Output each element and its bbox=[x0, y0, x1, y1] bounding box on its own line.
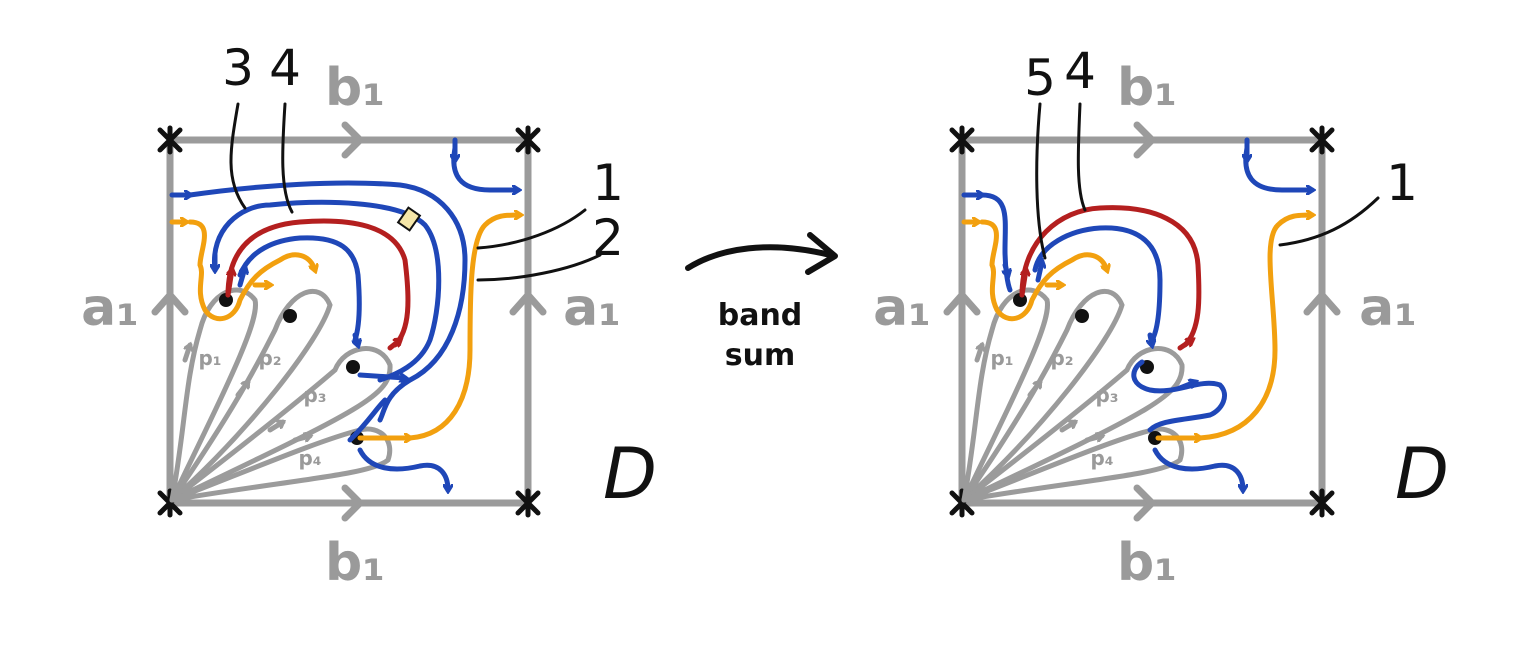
right-curve-label-5: 5 bbox=[1024, 49, 1056, 107]
band-sum-label-line2: sum bbox=[725, 338, 795, 373]
band-sum-arrowhead bbox=[805, 232, 838, 275]
right-curve-label-4: 4 bbox=[1064, 42, 1096, 100]
left-left-label: a₁ bbox=[81, 278, 139, 338]
left-curve-label-4: 4 bbox=[269, 39, 301, 97]
band-sum-arrow-shaft bbox=[685, 244, 833, 271]
left-curve-label-2: 2 bbox=[592, 209, 624, 267]
right-p1-label: p₁ bbox=[990, 346, 1013, 370]
right-p3-label: p₃ bbox=[1095, 383, 1118, 407]
right-p-curves bbox=[961, 287, 1185, 503]
left-p2-label: p₂ bbox=[258, 346, 281, 370]
right-leader-lines bbox=[1035, 102, 1380, 260]
left-top-label: b₁ bbox=[325, 58, 385, 118]
right-points bbox=[1013, 293, 1162, 445]
left-p3-label: p₃ bbox=[303, 383, 326, 407]
left-bottom-label: b₁ bbox=[325, 533, 385, 593]
right-left-label: a₁ bbox=[873, 278, 931, 338]
left-curve-label-3: 3 bbox=[222, 39, 254, 97]
left-red-curve bbox=[225, 218, 411, 351]
left-square bbox=[151, 121, 547, 522]
right-blue-curves bbox=[961, 137, 1312, 490]
right-top-label: b₁ bbox=[1117, 58, 1177, 118]
right-curve-label-1: 1 bbox=[1386, 154, 1418, 212]
left-panel: b₁ b₁ a₁ a₁ D 3 4 1 2 p₁ p₂ p₃ p₄ bbox=[81, 39, 657, 593]
left-region-label: D bbox=[603, 433, 657, 515]
band-sum-label-line1: band bbox=[718, 298, 803, 333]
left-p4-label: p₄ bbox=[298, 446, 321, 470]
right-orange-curves bbox=[961, 215, 1312, 438]
left-band-marker bbox=[396, 206, 422, 232]
left-blue-curves bbox=[169, 137, 518, 490]
right-region-label: D bbox=[1395, 433, 1449, 515]
right-p4-label: p₄ bbox=[1090, 446, 1113, 470]
right-red-curve bbox=[1019, 205, 1202, 351]
left-leader-lines bbox=[229, 102, 602, 282]
right-bottom-label: b₁ bbox=[1117, 533, 1177, 593]
right-right-label: a₁ bbox=[1359, 278, 1417, 338]
left-curve-label-1: 1 bbox=[592, 154, 624, 212]
right-panel: b₁ b₁ a₁ a₁ D 5 4 1 p₁ p₂ p₃ p₄ bbox=[873, 42, 1449, 593]
left-corner-stars bbox=[157, 125, 541, 518]
band-sum-arrow: band sum bbox=[685, 232, 838, 373]
left-orange-curves bbox=[169, 215, 520, 438]
left-p1-label: p₁ bbox=[198, 346, 221, 370]
right-p2-label: p₂ bbox=[1050, 346, 1073, 370]
right-square bbox=[943, 121, 1341, 522]
left-right-label: a₁ bbox=[563, 278, 621, 338]
